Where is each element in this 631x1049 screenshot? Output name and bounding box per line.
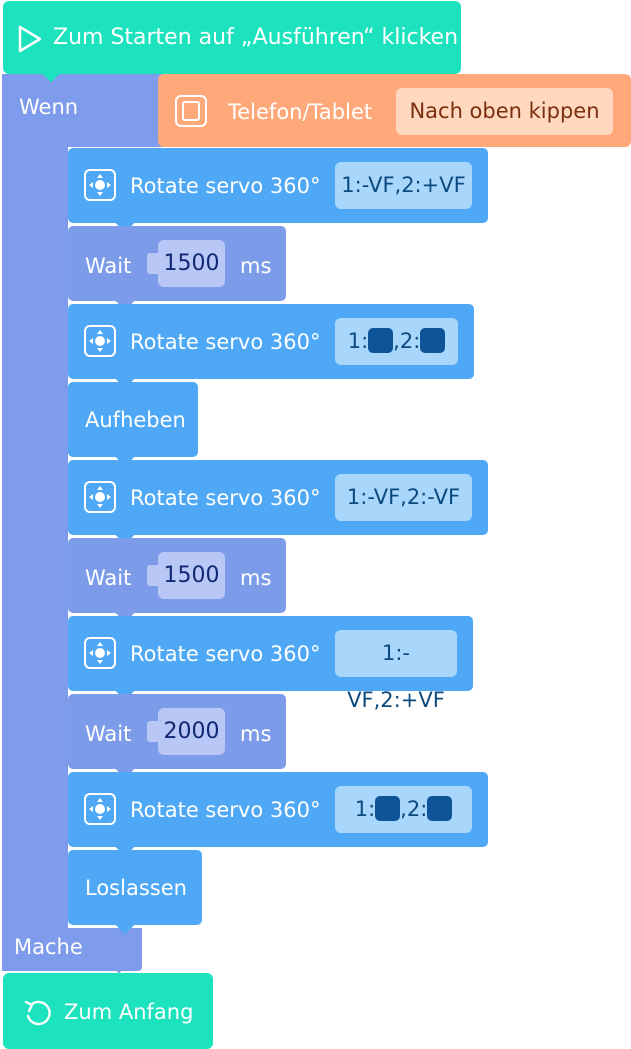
servo-value-mid: ,2: (400, 797, 428, 821)
reset-label: Zum Anfang (64, 1000, 194, 1024)
servo-value-field[interactable]: 1: ,2: (335, 786, 472, 833)
reset-icon (23, 999, 53, 1033)
servo-label: Rotate servo 360° (130, 330, 321, 354)
reset-block[interactable]: Zum Anfang (3, 973, 213, 1049)
color-swatch[interactable] (420, 328, 446, 353)
block-notch (110, 911, 140, 935)
wait-duration-input[interactable]: 1500 (147, 552, 225, 599)
servo-dpad-icon (84, 793, 116, 825)
sensor-dropdown[interactable]: Nach oben kippen (396, 88, 613, 135)
wait-label: Wait (85, 254, 132, 278)
servo-dpad-icon (84, 325, 116, 357)
sensor-connector (158, 100, 176, 126)
start-label: Zum Starten auf „Ausführen“ klicken (53, 25, 459, 50)
block-notch (36, 59, 66, 83)
wait-duration-input[interactable]: 2000 (147, 708, 225, 755)
wait-block[interactable]: Wait 1500 ms (68, 226, 286, 301)
color-swatch[interactable] (375, 796, 401, 821)
servo-dpad-icon (84, 169, 116, 201)
servo-label: Rotate servo 360° (130, 486, 321, 510)
servo-value-prefix: 1: (347, 329, 369, 353)
servo-value-field[interactable]: 1: ,2: (335, 318, 458, 365)
do-label: Mache (14, 935, 83, 959)
rotate-servo-block[interactable]: Rotate servo 360° 1: ,2: (68, 304, 474, 379)
servo-value-field[interactable]: 1:-VF,2:+VF (335, 630, 457, 712)
servo-label: Rotate servo 360° (130, 642, 321, 666)
action-label: Aufheben (85, 408, 186, 432)
start-block[interactable]: Zum Starten auf „Ausführen“ klicken (3, 1, 461, 74)
servo-dpad-icon (84, 637, 116, 669)
sensor-label: Telefon/Tablet (228, 100, 373, 124)
wait-duration-input[interactable]: 1500 (147, 240, 225, 287)
play-icon (17, 25, 43, 57)
wait-unit: ms (240, 566, 272, 590)
servo-value-field[interactable]: 1:-VF,2:+VF (335, 162, 472, 209)
servo-value-mid: ,2: (393, 329, 421, 353)
color-swatch[interactable] (368, 328, 394, 353)
when-label: Wenn (19, 95, 79, 119)
servo-label: Rotate servo 360° (130, 174, 321, 198)
wait-unit: ms (240, 254, 272, 278)
rotate-servo-block[interactable]: Rotate servo 360° 1: ,2: (68, 772, 488, 847)
sensor-block[interactable]: Telefon/Tablet Nach oben kippen (158, 74, 631, 147)
action-label: Loslassen (85, 876, 187, 900)
wait-label: Wait (85, 566, 132, 590)
servo-value-prefix: 1: (354, 797, 376, 821)
rotate-servo-block[interactable]: Rotate servo 360° 1:-VF,2:+VF (68, 148, 488, 223)
pickup-block[interactable]: Aufheben (68, 382, 198, 457)
wait-block[interactable]: Wait 2000 ms (68, 694, 286, 769)
rotate-servo-block[interactable]: Rotate servo 360° 1:-VF,2:-VF (68, 460, 488, 535)
tablet-icon (175, 95, 207, 127)
servo-label: Rotate servo 360° (130, 798, 321, 822)
servo-dpad-icon (84, 481, 116, 513)
when-block-body (2, 74, 68, 971)
wait-block[interactable]: Wait 1500 ms (68, 538, 286, 613)
servo-value-field[interactable]: 1:-VF,2:-VF (335, 474, 472, 521)
wait-unit: ms (240, 722, 272, 746)
release-block[interactable]: Loslassen (68, 850, 202, 925)
wait-label: Wait (85, 722, 132, 746)
color-swatch[interactable] (427, 796, 453, 821)
block-notch (104, 950, 134, 974)
rotate-servo-block[interactable]: Rotate servo 360° 1:-VF,2:+VF (68, 616, 473, 712)
